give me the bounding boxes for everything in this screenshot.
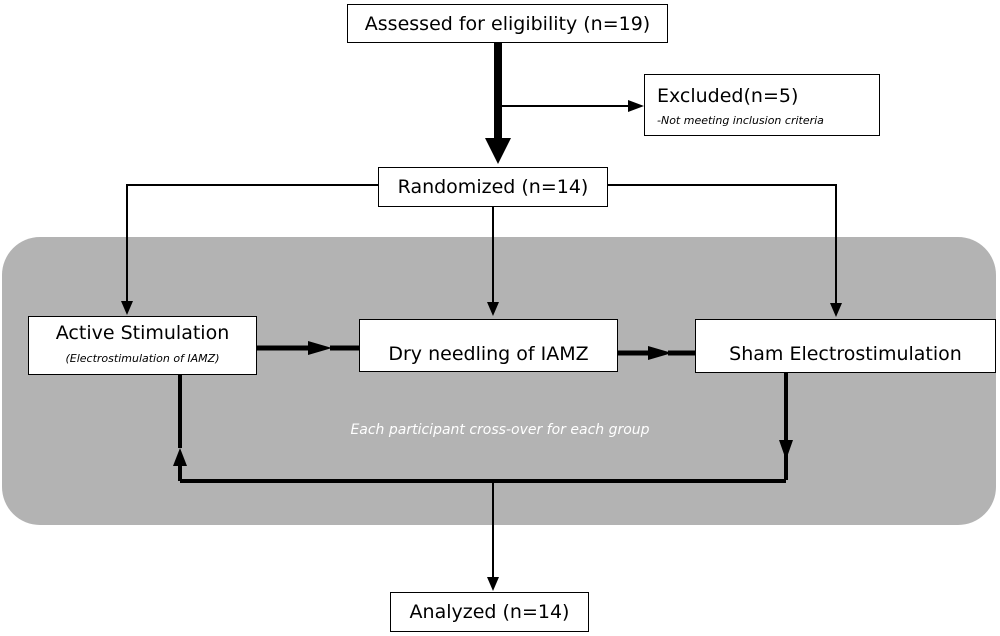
excluded-label: Excluded(n=5) bbox=[657, 85, 799, 107]
arrowhead-dry-to-sham bbox=[648, 346, 672, 360]
excluded-box: Excluded(n=5) -Not meeting inclusion cri… bbox=[644, 74, 880, 136]
randomized-to-sham-line bbox=[608, 184, 837, 306]
assessed-box: Assessed for eligibility (n=19) bbox=[347, 4, 668, 43]
crossover-panel bbox=[2, 237, 996, 525]
randomized-label: Randomized (n=14) bbox=[397, 176, 589, 198]
arrowhead-active-to-dry bbox=[308, 341, 332, 355]
analyzed-box: Analyzed (n=14) bbox=[390, 592, 589, 632]
crossover-note: Each participant cross-over for each gro… bbox=[350, 422, 650, 438]
arrowhead-to-active bbox=[121, 301, 133, 315]
arrowhead-to-randomized bbox=[485, 138, 511, 164]
arrowhead-sham-down bbox=[779, 440, 793, 460]
sham-electrostimulation-label: Sham Electrostimulation bbox=[729, 343, 962, 365]
dry-needling-box: Dry needling of IAMZ bbox=[359, 319, 618, 372]
active-stimulation-label: Active Stimulation bbox=[55, 322, 230, 344]
arrowhead-to-excluded bbox=[628, 100, 644, 112]
dry-needling-label: Dry needling of IAMZ bbox=[388, 343, 589, 365]
active-stimulation-box: Active Stimulation (Electrostimulation o… bbox=[28, 316, 257, 375]
assessed-label: Assessed for eligibility (n=19) bbox=[364, 13, 651, 35]
arrowhead-loop-up bbox=[173, 448, 187, 466]
arrowhead-to-sham bbox=[830, 303, 842, 317]
sham-electrostimulation-box: Sham Electrostimulation bbox=[695, 319, 996, 373]
randomized-box: Randomized (n=14) bbox=[378, 167, 608, 207]
arrowhead-to-analyzed bbox=[487, 577, 499, 591]
analyzed-label: Analyzed (n=14) bbox=[409, 601, 570, 623]
randomized-to-active-line bbox=[126, 184, 378, 304]
excluded-note: -Not meeting inclusion criteria bbox=[657, 114, 824, 127]
arrowhead-to-dry bbox=[487, 302, 499, 316]
active-stimulation-note: (Electrostimulation of IAMZ) bbox=[65, 352, 220, 365]
